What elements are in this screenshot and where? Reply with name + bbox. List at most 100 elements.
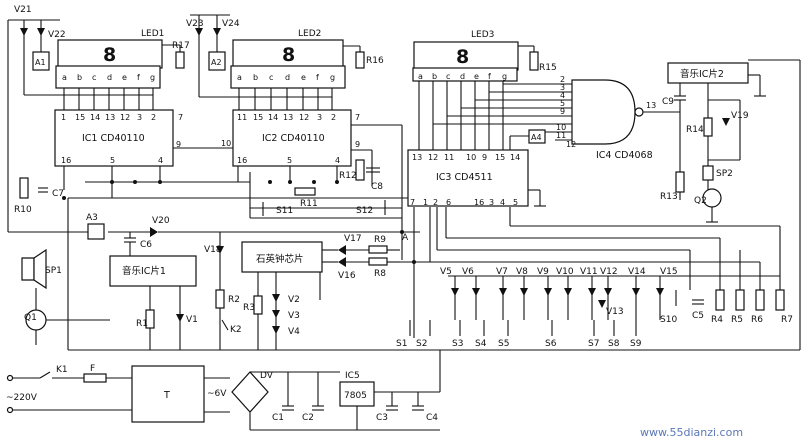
resistor-r17 [175,51,185,69]
label-c7: C7 [52,189,64,199]
resistor-r4 [715,289,725,311]
quartz-label: 石英钟芯片 [256,253,304,265]
svg-text:V8: V8 [516,267,528,277]
svg-text:a: a [62,73,67,82]
led3-display: 8 LED3 a b c d e f g [412,30,519,150]
wiring [7,19,801,351]
switch-k2 [221,319,229,331]
svg-text:16: 16 [237,156,247,165]
resistor-r11 [294,187,316,196]
svg-text:13: 13 [283,113,293,122]
label-v1: V1 [186,315,198,325]
svg-text:10: 10 [221,139,231,148]
svg-text:11: 11 [556,131,566,140]
label-r13: R13 [660,192,678,202]
buffer-a1 [32,51,50,71]
svg-text:3: 3 [489,198,494,207]
svg-text:S2: S2 [416,339,427,349]
svg-text:e: e [301,73,306,82]
led1-display: 8 LED1 a b c d e f g [23,29,164,110]
svg-text:7: 7 [178,113,183,122]
svg-text:S8: S8 [608,339,620,349]
top-transistors: V21 V22 V23 V24 [14,5,240,60]
label-sp2: SP2 [716,169,733,179]
watermark: www.55dianzi.com [640,426,743,439]
svg-text:S7: S7 [588,339,599,349]
label-c9: C9 [662,97,674,107]
secondary-label: ~6V [207,389,227,399]
fuse-f [83,373,107,383]
label-k2: K2 [230,325,242,335]
svg-text:S6: S6 [545,339,557,349]
svg-text:14: 14 [90,113,100,122]
resistor-r5 [735,289,745,311]
ic2-chip: IC2 CD40110 11 15 14 13 12 3 2 16 5 4 10… [221,109,403,182]
svg-text:3: 3 [137,113,142,122]
svg-text:16: 16 [474,198,484,207]
svg-text:S4: S4 [475,339,487,349]
label-c2: C2 [302,413,314,423]
resistor-r3 [253,295,263,315]
diode-matrix: V5 V6 V7 V8 V9 V10 V11 V12 V13 V14 V15 [440,267,678,320]
buffer-a2 [208,51,226,71]
bridge-label: DV [260,371,274,381]
led3-label: LED3 [471,30,494,40]
svg-text:V10: V10 [556,267,574,277]
mains-label: ~220V [6,393,38,403]
svg-text:14: 14 [510,153,520,162]
label-r7: R7 [781,315,793,325]
label-r12: R12 [339,171,357,181]
label-v17: V17 [344,234,362,244]
ic1-label: IC1 CD40110 [82,133,145,144]
label-r4: R4 [711,315,723,325]
label-a2: A2 [211,58,222,67]
ic3-chip: IC3 CD4511 13 12 11 10 9 15 14 7 1 2 6 1… [407,149,546,207]
transistor-v19 [722,118,730,126]
svg-text:g: g [330,73,335,82]
svg-text:d: d [285,73,290,82]
label-s11: S11 [276,206,293,216]
svg-text:13: 13 [646,101,656,110]
resistor-r15 [529,51,539,71]
label-r17: R17 [172,41,190,51]
svg-text:15: 15 [253,113,263,122]
svg-text:c: c [446,72,450,81]
ic4-label: IC4 CD4068 [596,150,653,161]
node-a-label: A [402,233,409,243]
svg-text:V7: V7 [496,267,508,277]
resistor-r16 [355,51,365,69]
svg-text:S5: S5 [498,339,509,349]
label-a4: A4 [531,133,542,142]
svg-text:13: 13 [105,113,115,122]
label-v24: V24 [222,19,240,29]
svg-text:10: 10 [466,153,476,162]
label-v4: V4 [288,327,300,337]
svg-text:g: g [150,73,155,82]
label-7805: 7805 [344,391,367,401]
buffer-a3 [87,223,105,240]
svg-text:12: 12 [428,153,438,162]
led1-label: LED1 [141,29,164,39]
svg-text:14: 14 [268,113,278,122]
svg-text:6: 6 [446,198,451,207]
switch-k1 [39,371,51,379]
led2-display: 8 LED2 a b c d e f g [198,29,346,110]
svg-text:16: 16 [61,156,71,165]
transformer-label: T [163,390,170,401]
svg-text:V13: V13 [606,307,624,317]
label-r5: R5 [731,315,743,325]
resistor-r1 [145,309,155,329]
label-r9: R9 [374,235,386,245]
svg-text:d: d [107,73,112,82]
svg-text:12: 12 [120,113,130,122]
resistor-r14 [703,117,713,137]
svg-text:c: c [269,73,273,82]
music-ic2: 音乐IC片2 C9 [662,62,766,200]
resistor-r2 [215,289,225,309]
label-s12: S12 [356,206,373,216]
svg-text:a: a [237,73,242,82]
svg-text:g: g [502,72,507,81]
label-c1: C1 [272,413,284,423]
